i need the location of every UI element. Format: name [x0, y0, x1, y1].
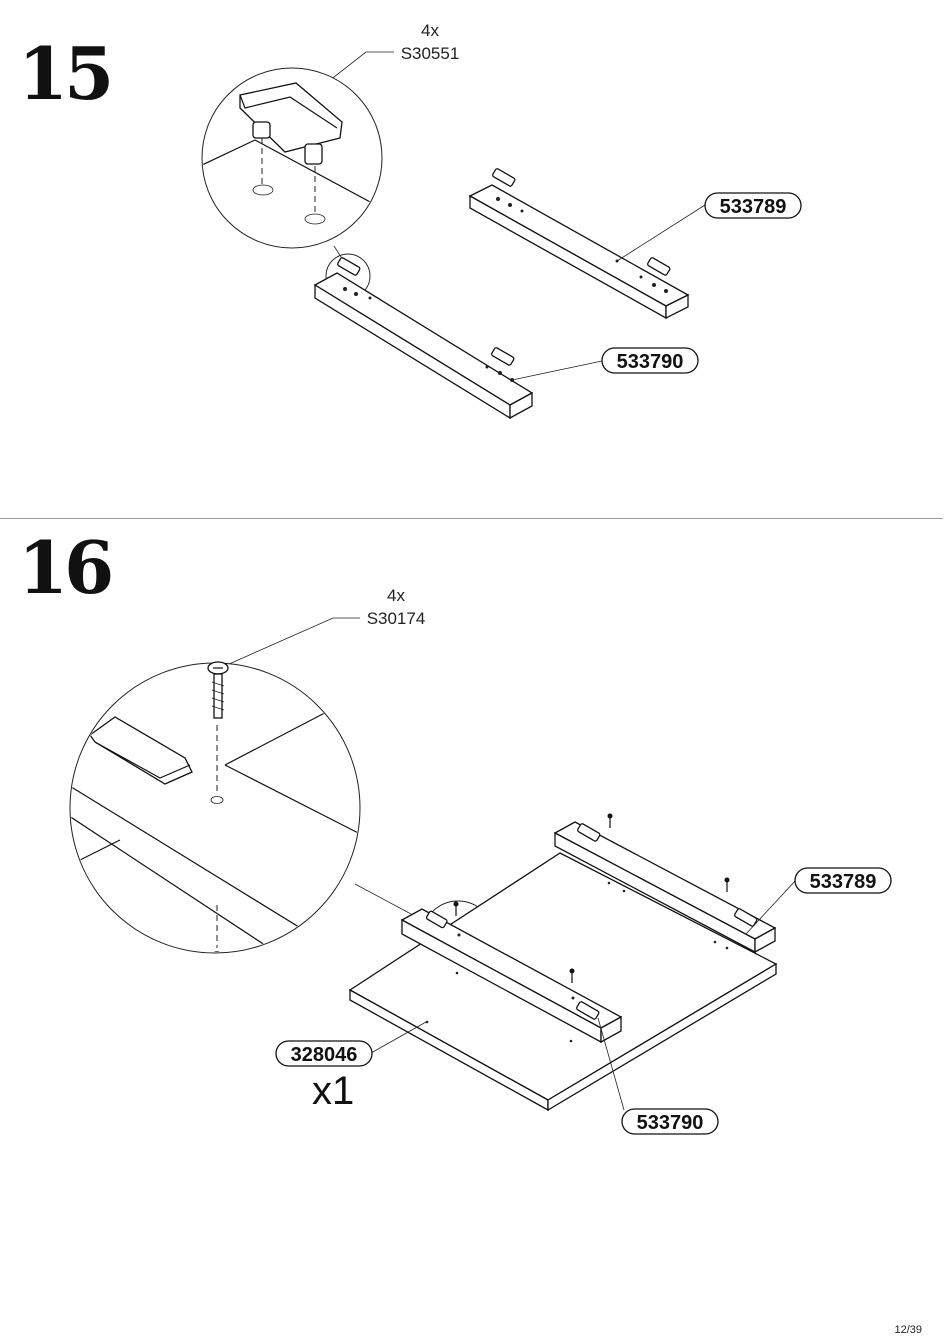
panel-328046 [348, 852, 778, 1112]
part-label-533789-step15 [704, 192, 802, 219]
step-15-illustration: 4x S30551 [201, 21, 802, 420]
step-16-illustration: 4x S30174 [69, 586, 892, 1135]
part-label-533790-step15 [601, 347, 699, 374]
rail-533790 [400, 901, 623, 1044]
rail-533790 [313, 257, 534, 420]
hardware-leader-line [219, 617, 360, 669]
page-number: 12/39 [894, 1324, 922, 1336]
step-divider [0, 518, 943, 519]
part-label-533790-step16 [621, 1108, 719, 1135]
step-15-hardware-code: S30551 [401, 44, 460, 63]
step-16-hardware-code: S30174 [367, 609, 426, 628]
part-number-533789: 533789 [720, 196, 787, 218]
rail-533789 [553, 813, 777, 954]
part-number-328046: 328046 [291, 1044, 358, 1066]
part-label-533789-step16 [794, 867, 892, 894]
step-15-number: 15 [18, 31, 114, 116]
step-16-hardware-quantity: 4x [387, 586, 405, 605]
screw-icon [207, 661, 229, 719]
part-label-328046 [275, 1040, 373, 1067]
part-number-533790: 533790 [637, 1112, 704, 1134]
part-number-533789: 533789 [810, 871, 877, 893]
zoom-detail-circle [69, 662, 361, 954]
panel-quantity: x1 [312, 1069, 354, 1113]
rail-533789 [468, 168, 690, 320]
step-15-hardware-quantity: 4x [421, 21, 439, 40]
step-16-number: 16 [18, 525, 114, 610]
zoom-detail-circle [201, 67, 383, 249]
part-number-533790: 533790 [617, 351, 684, 373]
